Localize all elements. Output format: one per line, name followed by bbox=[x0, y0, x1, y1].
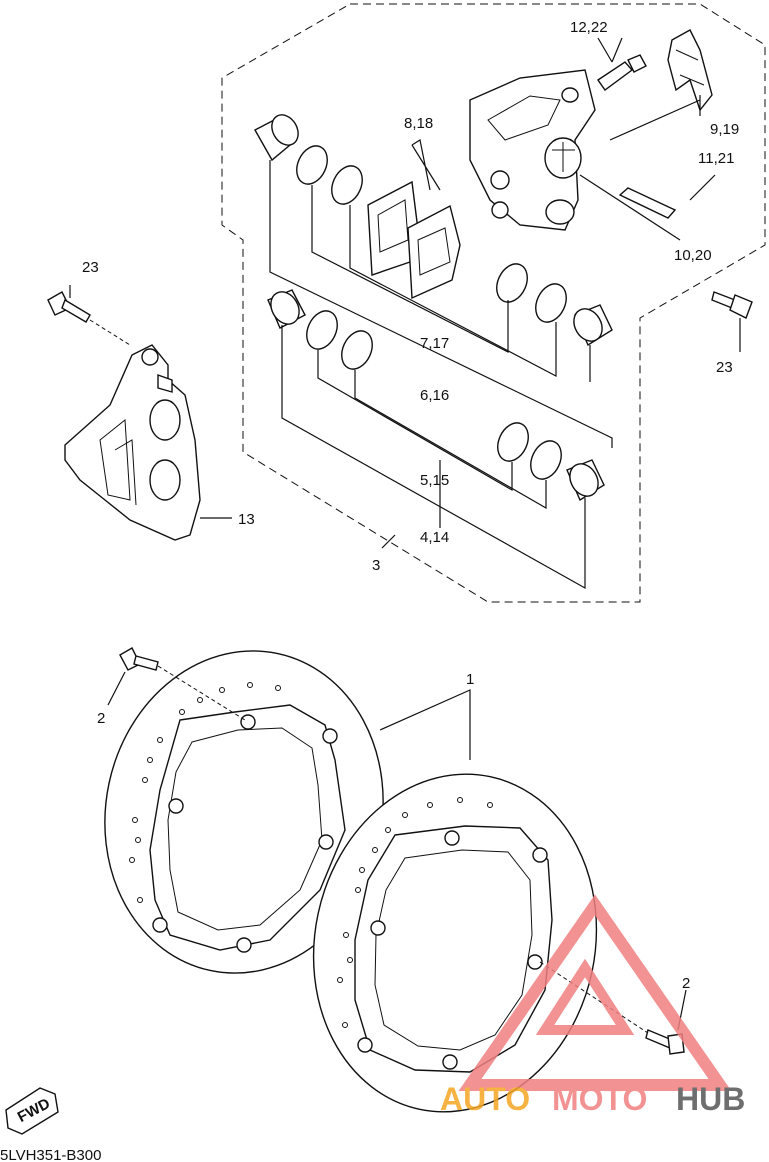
logo-moto: MOTO bbox=[552, 1081, 647, 1117]
label-2-upper: 2 bbox=[97, 710, 105, 727]
bleed-screw bbox=[597, 54, 647, 91]
pad-pin bbox=[618, 187, 677, 219]
caliper-body-right bbox=[469, 69, 596, 231]
automotohub-logo: AUTO MOTO HUB bbox=[440, 894, 745, 1117]
caliper-left bbox=[64, 344, 232, 541]
label-10-20: 10,20 bbox=[674, 247, 712, 264]
piston-lower-right bbox=[566, 459, 605, 502]
label-3: 3 bbox=[372, 557, 380, 574]
fwd-arrow-icon: FWD bbox=[5, 1087, 59, 1135]
logo-auto: AUTO bbox=[440, 1081, 530, 1117]
label-8-18: 8,18 bbox=[404, 115, 433, 132]
label-5-15: 5,15 bbox=[420, 472, 449, 489]
piston-upper-right bbox=[573, 304, 613, 347]
seal-lower-1 bbox=[306, 310, 338, 350]
label-4-14: 4,14 bbox=[420, 529, 449, 546]
seal-lower-3 bbox=[497, 422, 529, 462]
label-23-right: 23 bbox=[716, 359, 733, 376]
bolt-2-lower bbox=[539, 961, 687, 1055]
brake-disc-left bbox=[104, 650, 384, 974]
caliper-kit-boundary bbox=[221, 3, 766, 603]
label-7-17: 7,17 bbox=[420, 335, 449, 352]
piston-upper-left bbox=[254, 114, 299, 162]
diagram-code: 5LVH351-B300 bbox=[0, 1147, 101, 1162]
label-12-22: 12,22 bbox=[570, 19, 608, 36]
bolt-23-right bbox=[711, 291, 753, 352]
seal-upper-2 bbox=[331, 165, 363, 205]
brake-pad-2 bbox=[407, 204, 461, 300]
leader-lines-caliper bbox=[269, 37, 716, 590]
bolt-23-left bbox=[47, 285, 131, 346]
seal-lower-4 bbox=[530, 440, 562, 480]
seal-upper-1 bbox=[296, 145, 328, 185]
label-6-16: 6,16 bbox=[420, 387, 449, 404]
label-23-left: 23 bbox=[82, 259, 99, 276]
brake-disc-right bbox=[312, 773, 598, 1113]
label-9-19: 9,19 bbox=[710, 121, 739, 138]
label-13: 13 bbox=[238, 511, 255, 528]
logo-hub: HUB bbox=[676, 1081, 745, 1117]
label-11-21: 11,21 bbox=[698, 150, 734, 167]
seal-lower-2 bbox=[341, 330, 373, 370]
leader-lines-disc bbox=[379, 689, 471, 760]
bolt-2-upper bbox=[107, 647, 246, 721]
label-1: 1 bbox=[466, 671, 474, 688]
pad-spring bbox=[667, 29, 713, 112]
piston-lower-left bbox=[267, 289, 306, 329]
seal-upper-3 bbox=[496, 263, 528, 303]
label-2-lower: 2 bbox=[682, 975, 690, 992]
seal-upper-4 bbox=[535, 283, 567, 323]
